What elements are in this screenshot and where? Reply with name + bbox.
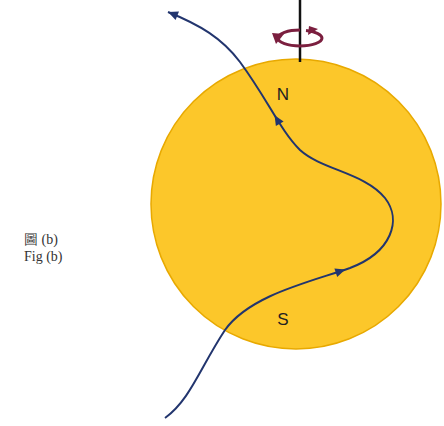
- rotation-arrowhead: [272, 33, 284, 44]
- sun-sphere: NS: [150, 58, 442, 350]
- rotation-arrowhead: [308, 26, 318, 35]
- sun-disc: [151, 59, 441, 349]
- figure-label: Fig (b): [24, 249, 63, 265]
- field-arrowhead: [168, 12, 179, 20]
- pole-label: N: [277, 85, 289, 105]
- sphere-outline: [150, 58, 442, 350]
- pole-label: S: [277, 310, 288, 330]
- figure-label: 圖 (b): [24, 231, 58, 249]
- rotation-arrow-front: [278, 31, 322, 47]
